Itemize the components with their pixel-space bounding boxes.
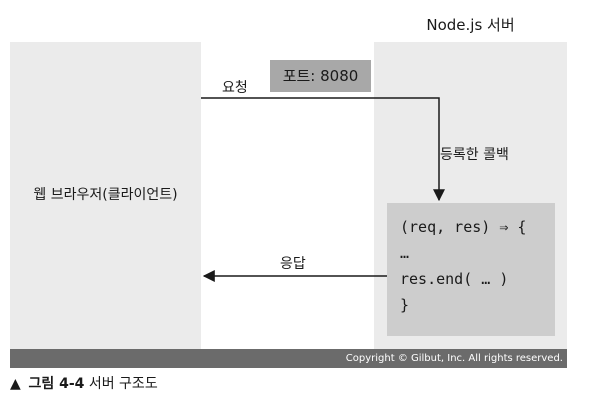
figure-title: 서버 구조도 (88, 376, 158, 392)
server-title: Node.js 서버 (426, 16, 515, 34)
copyright-bar: Copyright © Gilbut, Inc. All rights rese… (10, 349, 567, 368)
figure-caption: ▲ 그림 4-4 서버 구조도 (10, 373, 158, 393)
client-label: 웹 브라우저(클라이언트) (33, 187, 178, 203)
code-line: res.end( … ) (400, 270, 509, 288)
response-label: 응답 (280, 256, 306, 272)
request-arrow (201, 97, 445, 202)
code-line: (req, res) ⇒ { (400, 218, 527, 236)
figure-number: 그림 4-4 (28, 376, 85, 392)
triangle-up-icon: ▲ (10, 376, 21, 392)
copyright-text: Copyright © Gilbut, Inc. All rights rese… (345, 353, 563, 364)
code-line: … (400, 244, 410, 262)
client-panel (10, 42, 201, 349)
request-label: 요청 (222, 80, 248, 96)
callback-label: 등록한 콜백 (440, 147, 509, 163)
callback-code-box: (req, res) ⇒ { … res.end( … ) } (387, 203, 555, 336)
port-box: 포트: 8080 (270, 60, 371, 92)
code-line: } (400, 296, 410, 314)
